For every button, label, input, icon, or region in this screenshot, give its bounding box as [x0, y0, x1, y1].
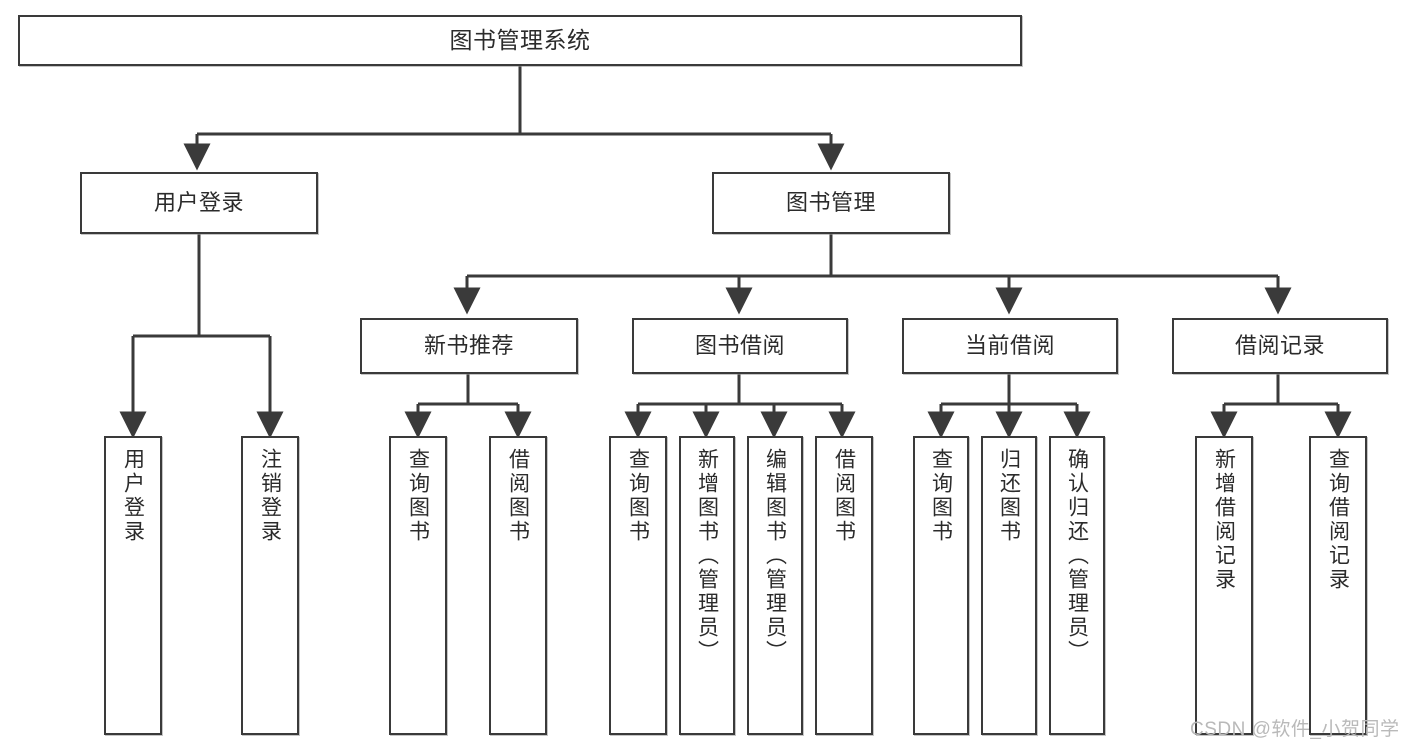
leaf-logout[interactable]: 注销登录 — [241, 436, 299, 735]
leaf-add-book-admin[interactable]: 新增图书（管理员） — [679, 436, 735, 735]
leaf-confirm-return-admin[interactable]: 确认归还（管理员） — [1049, 436, 1105, 735]
leaf-query-book-borrow[interactable]: 查询图书 — [609, 436, 667, 735]
csdn-watermark: CSDN @软件_小贺同学 — [1190, 719, 1400, 740]
leaf-borrow-book-new-recommend[interactable]: 借阅图书 — [489, 436, 547, 735]
node-label: 图书管理系统 — [449, 26, 591, 53]
node-label: 借阅图书 — [832, 448, 856, 544]
node-label: 确认归还（管理员） — [1065, 448, 1089, 664]
node-label: 编辑图书（管理员） — [763, 448, 787, 664]
node-label: 归还图书 — [997, 448, 1021, 544]
node-label: 当前借阅 — [964, 333, 1055, 359]
leaf-query-borrow-record[interactable]: 查询借阅记录 — [1309, 436, 1367, 735]
node-label: 借阅记录 — [1234, 333, 1325, 359]
leaf-return-book[interactable]: 归还图书 — [981, 436, 1037, 735]
node-borrow-records[interactable]: 借阅记录 — [1172, 318, 1388, 374]
node-user-login[interactable]: 用户登录 — [80, 172, 318, 234]
node-label: 查询借阅记录 — [1326, 448, 1350, 592]
node-label: 查询图书 — [929, 448, 953, 544]
node-label: 图书借阅 — [694, 333, 785, 359]
node-book-management-system[interactable]: 图书管理系统 — [18, 15, 1022, 66]
node-label: 查询图书 — [406, 448, 430, 544]
leaf-query-book-current[interactable]: 查询图书 — [913, 436, 969, 735]
leaf-add-borrow-record[interactable]: 新增借阅记录 — [1195, 436, 1253, 735]
node-book-borrow[interactable]: 图书借阅 — [632, 318, 848, 374]
node-label: 用户登录 — [121, 448, 145, 544]
node-label: 查询图书 — [626, 448, 650, 544]
node-label: 新增图书（管理员） — [695, 448, 719, 664]
node-book-management[interactable]: 图书管理 — [712, 172, 950, 234]
leaf-query-book-new-recommend[interactable]: 查询图书 — [389, 436, 447, 735]
node-label: 新增借阅记录 — [1212, 448, 1236, 592]
leaf-user-login[interactable]: 用户登录 — [104, 436, 162, 735]
node-new-book-recommendation[interactable]: 新书推荐 — [360, 318, 578, 374]
leaf-borrow-book[interactable]: 借阅图书 — [815, 436, 873, 735]
leaf-edit-book-admin[interactable]: 编辑图书（管理员） — [747, 436, 803, 735]
node-label: 借阅图书 — [506, 448, 530, 544]
node-label: 用户登录 — [153, 190, 244, 216]
node-label: 注销登录 — [258, 448, 282, 544]
node-label: 图书管理 — [785, 190, 876, 216]
node-label: 新书推荐 — [423, 333, 514, 359]
node-current-borrow[interactable]: 当前借阅 — [902, 318, 1118, 374]
